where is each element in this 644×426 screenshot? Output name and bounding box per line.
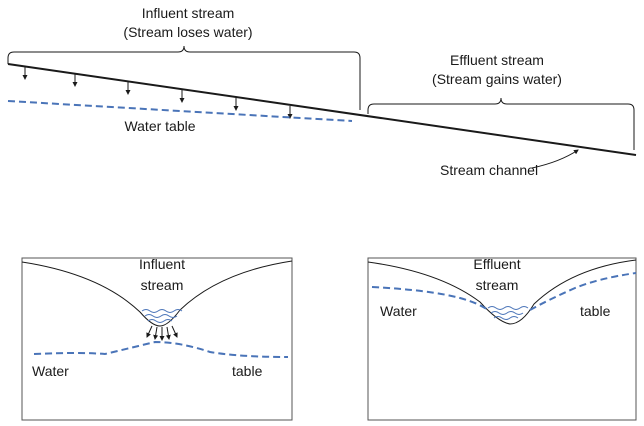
effluent-stream-title: Effluent stream <box>450 52 544 68</box>
influent-table-label: table <box>232 363 263 379</box>
influent-panel-title-line1: Influent <box>139 256 185 272</box>
water-table-line-top <box>7 100 353 122</box>
effluent-stream-water <box>487 306 529 320</box>
influent-water-label: Water <box>32 363 69 379</box>
influent-panel-title-line2: stream <box>141 277 184 293</box>
stream-channel-pointer <box>531 149 579 169</box>
loss-arrow <box>171 325 178 338</box>
influent-water-table-line <box>33 340 289 358</box>
loss-arrow <box>153 326 159 340</box>
seepage-arrows <box>22 67 293 119</box>
influent-stream-title: Influent stream <box>142 5 235 21</box>
effluent-panel-frame <box>367 257 637 421</box>
stream-channel-label: Stream channel <box>440 162 538 178</box>
influent-brace <box>7 45 361 110</box>
effluent-ground-surface <box>367 259 637 325</box>
effluent-table-label: table <box>580 303 611 319</box>
loss-arrow <box>146 325 153 338</box>
influent-panel-frame <box>21 257 293 421</box>
effluent-panel-title-line1: Effluent <box>473 256 520 272</box>
loss-arrow <box>165 326 171 340</box>
effluent-panel-title-line2: stream <box>476 277 519 293</box>
stream-channel-line <box>7 63 637 156</box>
effluent-stream-subtitle: (Stream gains water) <box>432 71 562 87</box>
effluent-water-table-line-right <box>529 272 637 311</box>
influent-stream-subtitle: (Stream loses water) <box>123 24 252 40</box>
effluent-water-label: Water <box>380 303 417 319</box>
influent-stream-water <box>141 309 183 323</box>
effluent-water-table-line-left <box>371 286 489 311</box>
influent-loss-arrows <box>146 325 178 341</box>
influent-ground-surface <box>21 260 293 327</box>
water-table-label: Water table <box>124 118 195 134</box>
effluent-brace <box>367 97 635 150</box>
